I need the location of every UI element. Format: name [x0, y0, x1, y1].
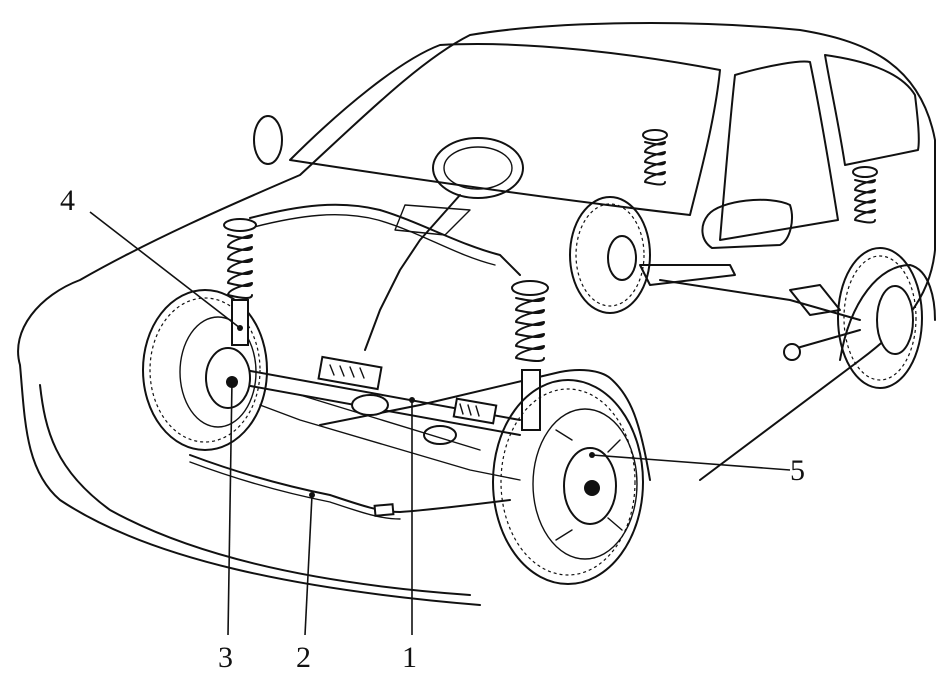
front-right-wheel [492, 379, 644, 585]
front-left-wheel [142, 289, 268, 451]
hood-ornament [253, 115, 283, 165]
front-bumper-line [39, 384, 471, 596]
front-left-strut [223, 218, 257, 346]
callout-label-1: 1 [402, 641, 417, 674]
side-mirror [701, 198, 793, 249]
cross-member [249, 203, 521, 276]
callout-label-5: 5 [790, 454, 805, 487]
side-window-rear [824, 54, 920, 166]
leader-4 [89, 211, 241, 329]
callout-leaders [89, 211, 791, 636]
car-body-outline [17, 22, 936, 606]
stabilizer-bar [189, 454, 511, 520]
car-body [17, 22, 936, 606]
leader-2 [304, 494, 313, 636]
leader-5 [591, 454, 791, 471]
callout-labels: 1 2 3 4 5 [60, 184, 805, 674]
callout-label-4: 4 [60, 184, 75, 217]
steering-rack [244, 355, 521, 481]
rear-right-suspension [659, 166, 923, 389]
windshield [289, 43, 721, 216]
leader-3 [227, 379, 233, 636]
callout-label-3: 3 [218, 641, 233, 674]
rear-left-suspension [569, 129, 736, 314]
side-window-front [719, 60, 839, 241]
steering-wheel [364, 137, 524, 351]
callout-label-2: 2 [296, 641, 311, 674]
front-right-strut [511, 280, 549, 431]
